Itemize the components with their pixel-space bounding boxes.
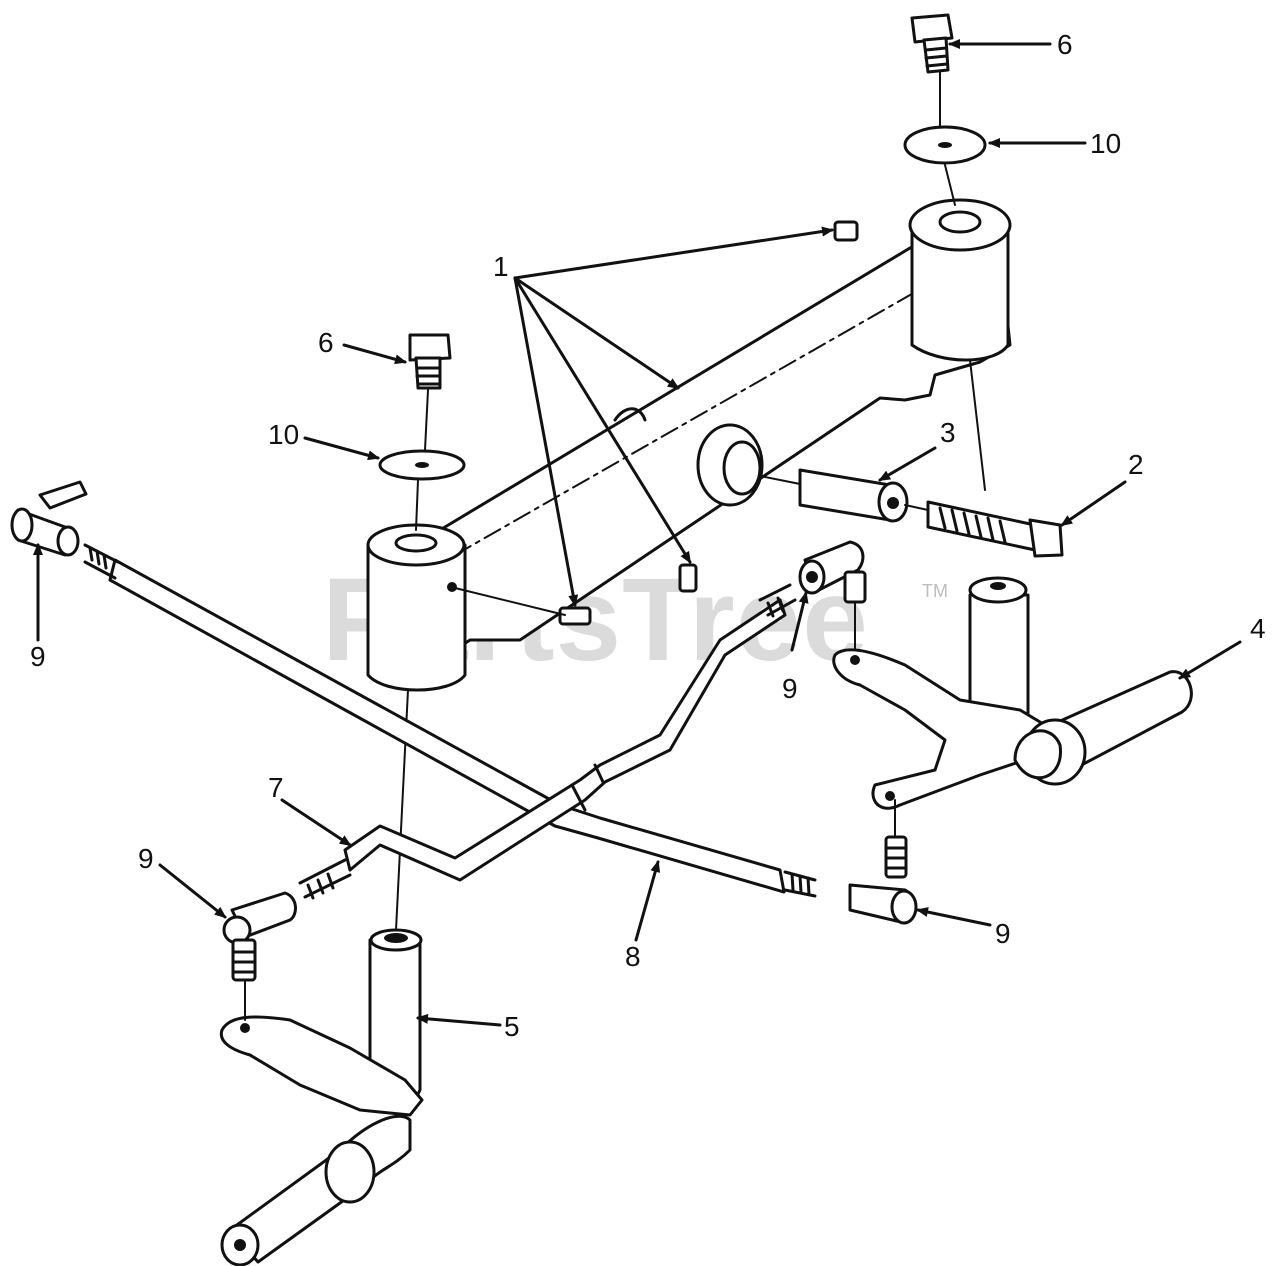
tie-rod bbox=[298, 583, 797, 900]
grease-fittings bbox=[447, 220, 859, 626]
left-bolt bbox=[378, 333, 466, 531]
callout-2: 2 bbox=[1128, 449, 1144, 480]
pivot-pin-and-bolt bbox=[759, 468, 1064, 558]
callout-10-left: 10 bbox=[268, 419, 299, 450]
left-pivot-boss bbox=[366, 523, 467, 692]
callout-5: 5 bbox=[504, 1011, 520, 1042]
ball-joint-far-left bbox=[10, 480, 88, 557]
callout-9-center: 9 bbox=[782, 673, 798, 704]
callout-3: 3 bbox=[940, 417, 956, 448]
axle-beam bbox=[438, 243, 1012, 662]
callout-1: 1 bbox=[493, 251, 509, 282]
callout-9-far-left: 9 bbox=[30, 641, 46, 672]
callout-6-left: 6 bbox=[318, 327, 334, 358]
top-bolt bbox=[903, 13, 987, 206]
ball-joint-lower-right bbox=[848, 799, 918, 925]
watermark-trademark: TM bbox=[922, 581, 948, 601]
callout-9-lower-right: 9 bbox=[995, 918, 1011, 949]
ball-joint-center bbox=[798, 540, 867, 651]
callout-4: 4 bbox=[1250, 613, 1266, 644]
callout-10-top: 10 bbox=[1090, 128, 1121, 159]
callout-7: 7 bbox=[268, 772, 284, 803]
right-spindle bbox=[832, 359, 1193, 810]
callout-6-top: 6 bbox=[1057, 29, 1073, 60]
ball-joint-lower-left bbox=[222, 891, 297, 1021]
callout-9-lower-left: 9 bbox=[138, 843, 154, 874]
callout-8: 8 bbox=[625, 941, 641, 972]
drag-link bbox=[83, 543, 817, 898]
left-spindle bbox=[219, 689, 424, 1266]
callout-leaders bbox=[33, 39, 1242, 1027]
callout-labels: 1 2 3 4 5 6 6 7 8 9 9 9 9 10 10 bbox=[30, 29, 1266, 1042]
right-pivot-boss bbox=[908, 198, 1012, 362]
